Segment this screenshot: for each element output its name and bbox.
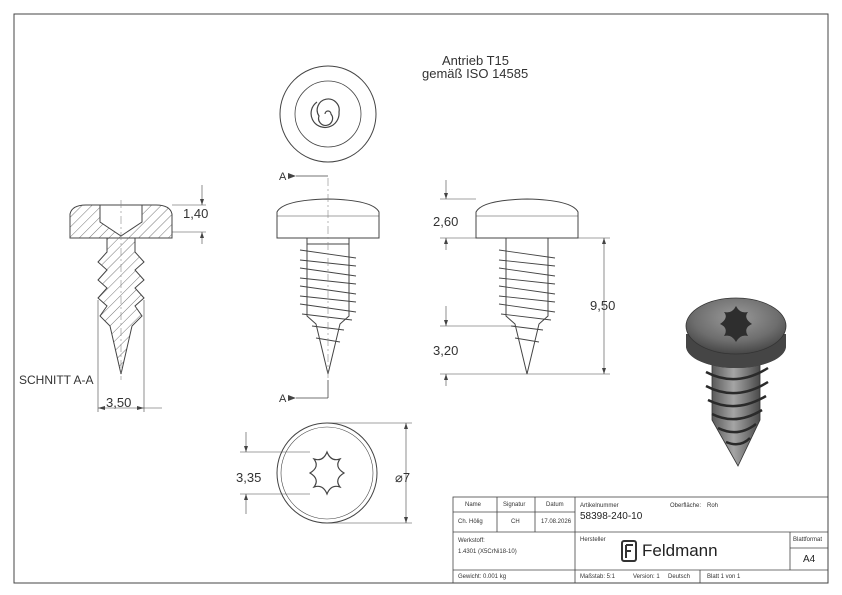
tb-header-name: Name — [465, 502, 482, 508]
dim-head-diameter: ⌀7 — [395, 470, 411, 485]
tb-sheet-format-label: Blattformat — [793, 537, 823, 543]
tb-row-signature: CH — [511, 519, 520, 525]
screw-3d-render — [685, 297, 787, 467]
tb-article-number: 58398-240-10 — [580, 511, 643, 522]
section-view-a-a — [69, 185, 206, 412]
tb-manufacturer-label: Hersteller — [580, 537, 606, 543]
tb-sheet: Blatt 1 von 1 — [707, 574, 741, 580]
drive-note-line1: Antrieb T15 — [442, 53, 509, 68]
tb-material-value: 1.4301 (X5CrNi18-10) — [458, 549, 517, 555]
tb-header-date: Datum — [546, 502, 564, 508]
dim-tip-length: 3,20 — [433, 343, 459, 358]
bottom-view — [240, 422, 412, 524]
section-marker-bottom: A — [279, 393, 287, 405]
section-label: SCHNITT A-A — [19, 373, 94, 387]
tb-surface-label: Oberfläche: — [670, 503, 702, 509]
tb-scale: Maßstab: 5:1 — [580, 574, 616, 580]
title-block — [452, 496, 829, 584]
dim-section-diameter: 3,50 — [106, 395, 132, 410]
drawing-frame — [13, 13, 829, 584]
tb-article-label: Artikelnummer — [580, 503, 619, 509]
tb-material-label: Werkstoff: — [458, 538, 485, 544]
side-view — [276, 173, 380, 401]
tb-sheet-format-value: A4 — [803, 554, 816, 565]
tb-header-signature: Signatur — [503, 502, 526, 508]
tb-brand: Feldmann — [642, 541, 718, 560]
tb-language: Deutsch — [668, 574, 691, 580]
tb-version: Version: 1 — [633, 574, 660, 580]
top-view — [279, 65, 377, 163]
drive-note-line2: gemäß ISO 14585 — [422, 66, 529, 81]
tb-row-name: Ch. Hölig — [458, 519, 483, 525]
section-shank — [97, 237, 145, 375]
dim-head-height: 2,60 — [433, 214, 459, 229]
feldmann-logo-icon — [621, 540, 637, 562]
tb-row-date: 17.08.2026 — [541, 519, 572, 525]
dim-head-height-section: 1,40 — [183, 206, 209, 221]
section-marker-top: A — [279, 171, 287, 183]
tb-surface-value: Roh — [707, 503, 719, 509]
dim-length: 9,50 — [590, 298, 616, 313]
tb-weight: Gewicht: 0.001 kg — [458, 574, 507, 580]
side-view-dimensioned — [440, 180, 610, 386]
dim-drive-size: 3,35 — [236, 470, 262, 485]
